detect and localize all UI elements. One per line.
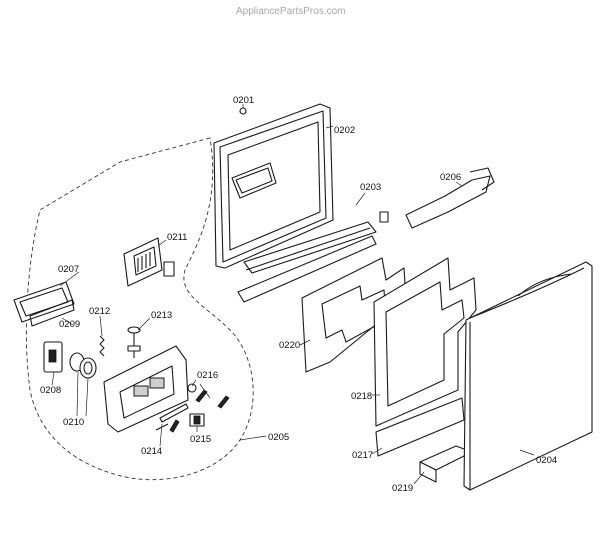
part-0208-lid[interactable]: [43, 341, 63, 373]
part-0206-bracket[interactable]: [379, 167, 495, 229]
label-0209: 0209: [59, 319, 80, 330]
label-0205: 0205: [268, 432, 289, 443]
label-0219: 0219: [392, 483, 413, 494]
part-0204-outer-panel[interactable]: [463, 261, 593, 491]
label-0201: 0201: [233, 95, 254, 106]
label-0202: 0202: [334, 125, 355, 136]
part-0215-block[interactable]: [189, 413, 205, 427]
part-dispenser-body[interactable]: [103, 345, 189, 433]
part-0217-strip[interactable]: [375, 397, 465, 457]
label-0206: 0206: [440, 172, 461, 183]
part-0211-grille[interactable]: [123, 237, 175, 287]
part-0213-pin[interactable]: [127, 326, 141, 358]
label-0217: 0217: [352, 450, 373, 461]
label-0220: 0220: [279, 340, 300, 351]
part-0212-spring[interactable]: [99, 335, 105, 357]
label-0210: 0210: [63, 417, 84, 428]
part-0210-rings[interactable]: [69, 352, 97, 379]
watermark: AppliancePartsPros.com: [236, 6, 346, 17]
assembly-boundary-0205: [25, 137, 254, 481]
label-0214: 0214: [141, 446, 162, 457]
part-0202-inner-door[interactable]: [213, 103, 334, 269]
label-0212: 0212: [89, 306, 110, 317]
part-0201-screw[interactable]: [239, 104, 247, 115]
label-0218: 0218: [351, 391, 372, 402]
part-0209-seal[interactable]: [29, 299, 75, 327]
leader-lines: [51, 239, 535, 485]
part-0207-frame[interactable]: [13, 281, 75, 323]
label-0213: 0213: [151, 310, 172, 321]
part-labels: 0201 0202 0203 0204 0205 0206 0207 0208 …: [40, 95, 557, 494]
label-0215: 0215: [190, 434, 211, 445]
part-0218-panel[interactable]: [373, 257, 477, 427]
label-0204: 0204: [536, 455, 557, 466]
label-0211: 0211: [167, 232, 187, 243]
part-0203-strip[interactable]: [237, 192, 377, 303]
label-0207: 0207: [58, 264, 79, 275]
part-0216-springs[interactable]: [187, 383, 230, 409]
label-0216: 0216: [197, 370, 218, 381]
label-0208: 0208: [40, 385, 61, 396]
label-0203: 0203: [360, 182, 381, 193]
